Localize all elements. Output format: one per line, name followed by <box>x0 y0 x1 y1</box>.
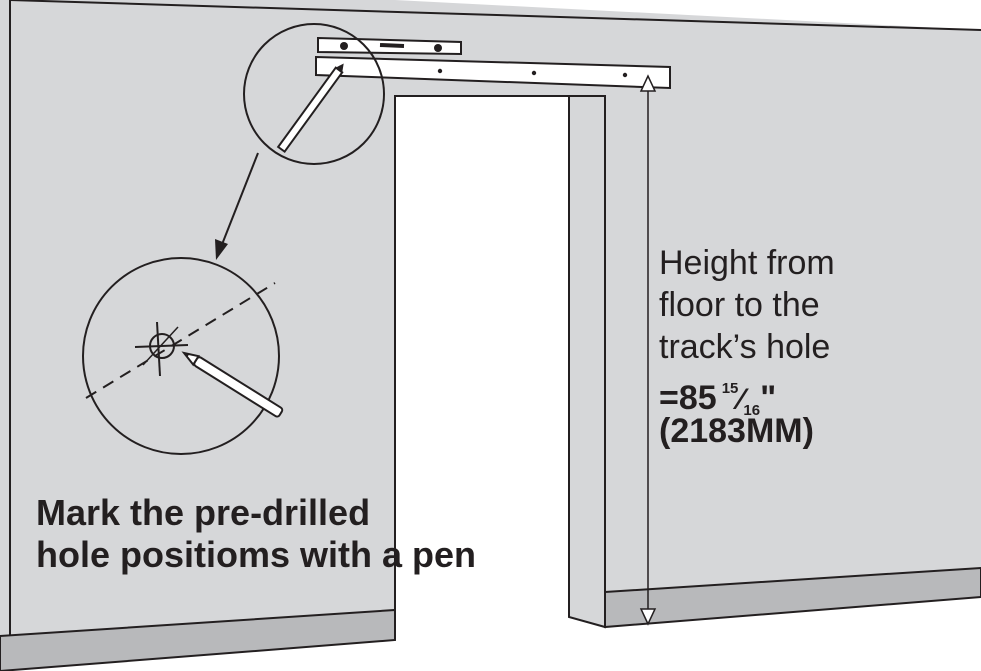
height-whole: =85 <box>659 379 717 417</box>
height-fraction-slash: ⁄ <box>738 383 744 416</box>
door-opening-void <box>396 97 568 671</box>
zoom-arrow-head <box>215 239 228 260</box>
zoom-arrow-line <box>220 152 259 248</box>
height-arrow-top <box>639 74 657 92</box>
door-jamb <box>568 95 606 629</box>
large-detail-circle <box>82 257 280 455</box>
track-bar <box>315 55 671 90</box>
crosshair-d <box>142 326 179 366</box>
height-numerator: 15 <box>721 380 739 397</box>
level-vial <box>340 42 348 50</box>
door-frame-left <box>394 95 569 640</box>
level-bubble <box>379 43 405 48</box>
small-detail-circle <box>243 23 385 165</box>
caption-line-2: hole positioms with a pen <box>36 534 477 575</box>
height-denominator: 16 <box>743 402 761 419</box>
large-pen <box>181 351 284 418</box>
height-note-line-3: track’s hole <box>659 328 831 366</box>
height-arrow-bottom <box>639 608 657 626</box>
track-hole <box>622 72 628 78</box>
height-metric: (2183MM) <box>659 412 814 450</box>
right-wall <box>395 0 981 592</box>
wall-top-edge <box>9 0 981 31</box>
height-note-line-1: Height from <box>659 244 835 282</box>
small-pen <box>276 63 344 154</box>
level-vial <box>434 44 442 52</box>
track-hole <box>437 68 443 74</box>
track-hole <box>531 70 537 76</box>
track-centerline <box>85 282 276 399</box>
height-inch-mark: " <box>760 379 777 417</box>
height-note-line-2: floor to the <box>659 286 820 324</box>
caption-line-1: Mark the pre-drilled <box>36 492 371 533</box>
